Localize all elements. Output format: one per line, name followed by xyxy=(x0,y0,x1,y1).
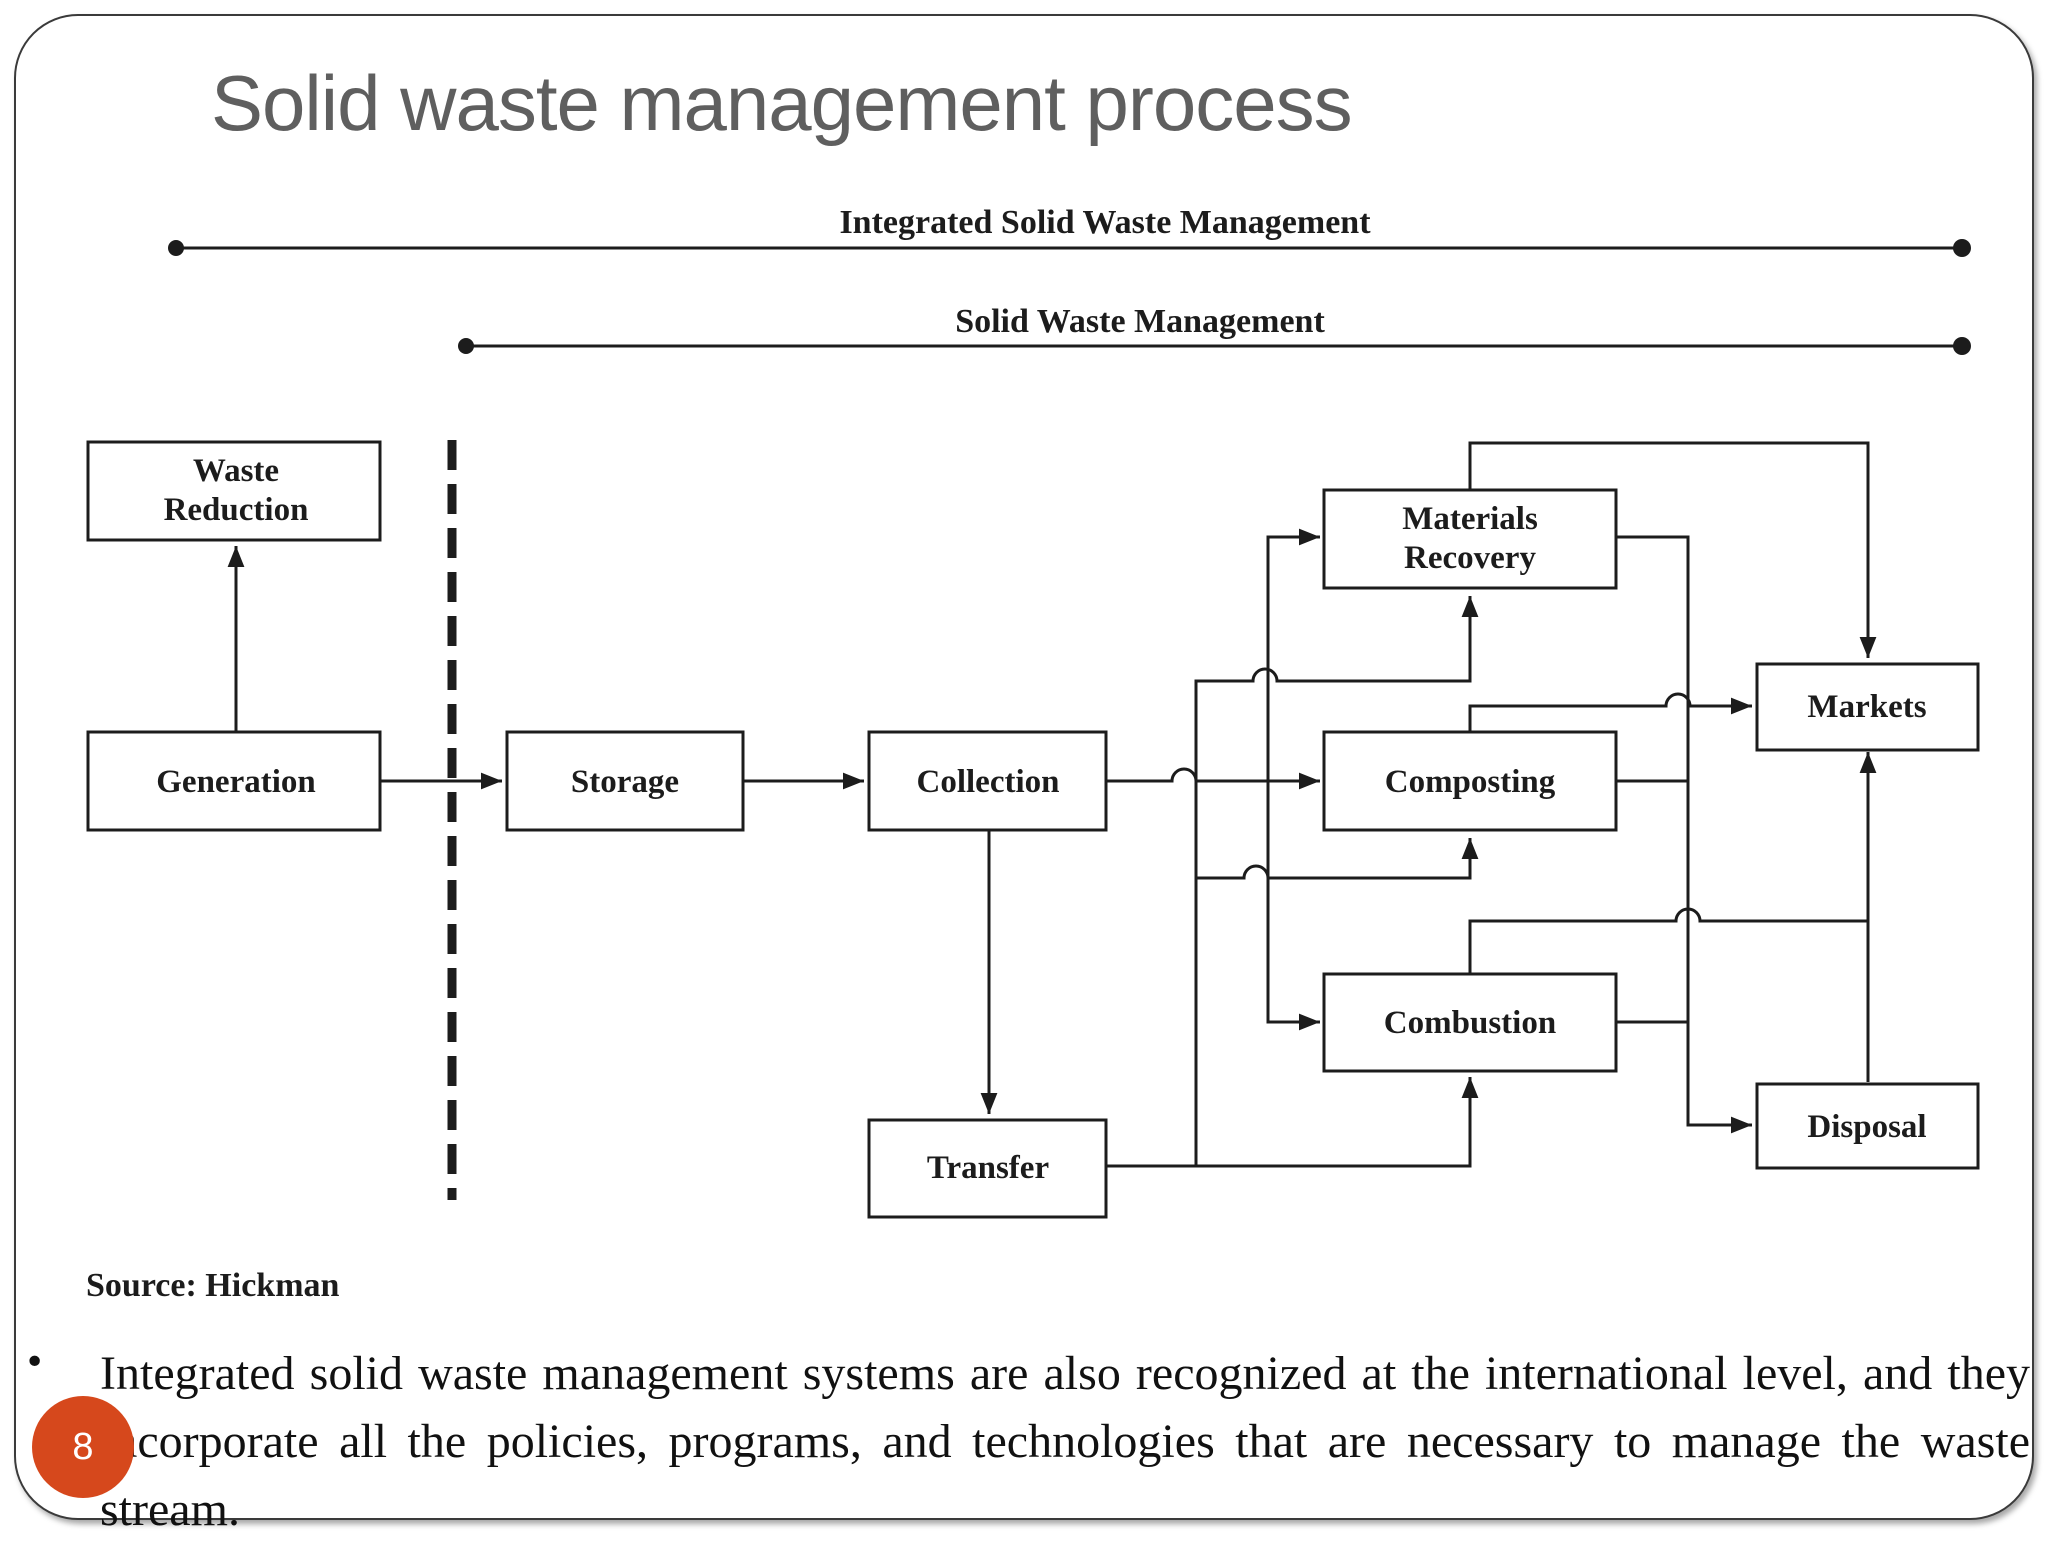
diagram-source: Source: Hickman xyxy=(86,1267,340,1304)
node-disposal: Disposal xyxy=(1755,1082,1980,1170)
page-number-badge: 8 xyxy=(32,1396,134,1498)
slide-title: Solid waste management process xyxy=(211,59,1353,147)
node-combustion-label: Combustion xyxy=(1384,1005,1556,1041)
node-collection-label: Collection xyxy=(917,764,1060,800)
span-integrated-label: Integrated Solid Waste Management xyxy=(839,204,1371,241)
node-generation: Generation xyxy=(86,730,382,832)
node-materials-recovery-line1: Materials xyxy=(1402,501,1538,537)
node-materials-recovery-line2: Recovery xyxy=(1404,540,1536,576)
node-materials-recovery: Materials Recovery xyxy=(1322,488,1618,590)
node-composting-label: Composting xyxy=(1385,764,1556,800)
node-disposal-label: Disposal xyxy=(1807,1109,1926,1145)
node-collection: Collection xyxy=(867,730,1108,832)
node-storage-label: Storage xyxy=(571,764,679,800)
span-integrated-swm: Integrated Solid Waste Management xyxy=(168,204,1971,257)
node-markets-label: Markets xyxy=(1807,689,1926,725)
node-generation-label: Generation xyxy=(156,764,315,800)
node-transfer: Transfer xyxy=(867,1118,1108,1219)
span-swm-label: Solid Waste Management xyxy=(955,303,1325,340)
node-waste-reduction: Waste Reduction xyxy=(86,440,382,542)
bullet-paragraph: Integrated solid waste management system… xyxy=(100,1347,2030,1536)
span-swm: Solid Waste Management xyxy=(458,303,1971,355)
node-transfer-label: Transfer xyxy=(927,1150,1049,1186)
node-composting: Composting xyxy=(1322,730,1618,832)
bullet-marker: • xyxy=(24,1342,46,1383)
node-markets: Markets xyxy=(1755,662,1980,752)
node-storage: Storage xyxy=(505,730,745,832)
node-waste-reduction-line1: Waste xyxy=(193,453,279,489)
node-combustion: Combustion xyxy=(1322,972,1618,1073)
node-waste-reduction-line2: Reduction xyxy=(164,492,309,528)
flow-connectors xyxy=(227,441,1877,1168)
